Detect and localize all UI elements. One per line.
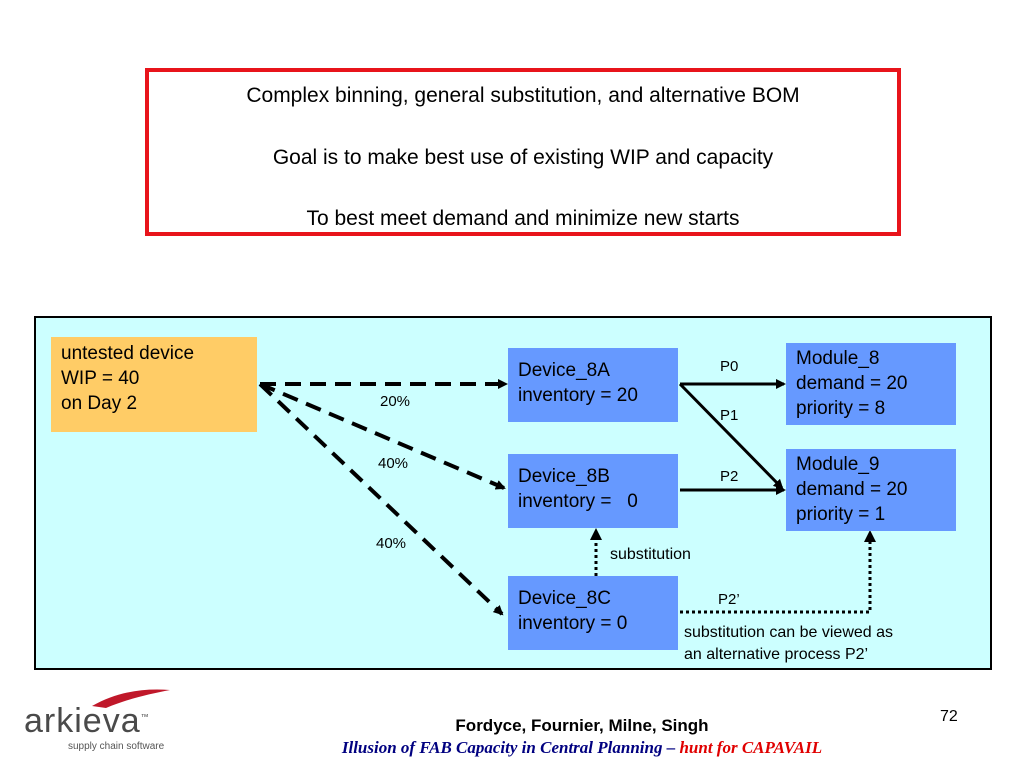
device-8c-inventory: inventory = 0 xyxy=(518,613,628,634)
percent-label-8c: 40% xyxy=(376,535,407,552)
process-label-p0: P0 xyxy=(720,358,739,375)
arrow-wip-to-8b xyxy=(259,382,506,490)
authors: Fordyce, Fournier, Milne, Singh xyxy=(455,716,709,735)
substitution-note: substitution can be viewed as an alterna… xyxy=(684,622,893,666)
goal-line-2: Goal is to make best use of existing WIP… xyxy=(272,146,774,169)
device-8b-node: Device_8B inventory = 0 xyxy=(508,454,678,528)
process-label-p1: P1 xyxy=(720,407,739,424)
wip-line-2: WIP = 40 xyxy=(61,368,140,389)
device-8a-inventory: inventory = 20 xyxy=(518,385,638,406)
diagram-arrows xyxy=(258,379,876,616)
module-8-demand: demand = 20 xyxy=(796,373,908,394)
module-8-node: Module_8 demand = 20 priority = 8 xyxy=(786,343,956,425)
logo-wordmark: arkieva™ xyxy=(24,702,150,741)
logo-swoosh-icon xyxy=(92,689,170,708)
device-8c-node: Device_8C inventory = 0 xyxy=(508,576,678,650)
goal-box: Complex binning, general substitution, a… xyxy=(145,68,901,236)
arkieva-logo: arkieva™ supply chain software xyxy=(22,688,182,758)
wip-node: untested device WIP = 40 on Day 2 xyxy=(51,337,257,432)
module-9-node: Module_9 demand = 20 priority = 1 xyxy=(786,449,956,531)
presentation-subtitle: Illusion of FAB Capacity in Central Plan… xyxy=(0,738,1024,758)
process-label-p2-alt: P2’ xyxy=(718,591,740,608)
device-8a-node: Device_8A inventory = 20 xyxy=(508,348,678,422)
device-8b-inventory: inventory = 0 xyxy=(518,491,638,512)
logo-word: arkieva xyxy=(24,702,141,740)
subtitle-main: Illusion of FAB Capacity in Central Plan… xyxy=(341,738,680,757)
substitution-note-line-1: substitution can be viewed as xyxy=(684,624,894,641)
bom-diagram: untested device WIP = 40 on Day 2 Device… xyxy=(34,316,992,670)
wip-line-3: on Day 2 xyxy=(61,393,138,414)
page-number: 72 xyxy=(940,708,958,725)
arrow-p2-alt xyxy=(680,530,876,614)
logo-trademark: ™ xyxy=(140,712,150,722)
substitution-note-line-2: an alternative process P2’ xyxy=(684,646,869,663)
wip-line-1: untested device xyxy=(61,343,195,364)
device-8b-name: Device_8B xyxy=(518,466,610,487)
subtitle-highlight: hunt for CAPAVAIL xyxy=(679,738,823,757)
module-9-priority: priority = 1 xyxy=(796,504,886,525)
module-9-demand: demand = 20 xyxy=(796,479,908,500)
goal-line-3: To best meet demand and minimize new sta… xyxy=(306,207,740,230)
device-8a-name: Device_8A xyxy=(518,360,610,381)
logo-tagline: supply chain software xyxy=(68,741,165,752)
arrow-p1 xyxy=(678,382,784,490)
module-8-priority: priority = 8 xyxy=(796,398,886,419)
percent-label-8a: 20% xyxy=(380,393,411,410)
module-9-name: Module_9 xyxy=(796,454,880,475)
device-8c-name: Device_8C xyxy=(518,588,611,609)
module-8-name: Module_8 xyxy=(796,348,880,369)
arrow-wip-to-8c xyxy=(258,382,504,616)
substitution-label: substitution xyxy=(610,546,691,563)
process-label-p2: P2 xyxy=(720,468,739,485)
goal-line-1: Complex binning, general substitution, a… xyxy=(246,84,800,107)
percent-label-8b: 40% xyxy=(378,455,409,472)
